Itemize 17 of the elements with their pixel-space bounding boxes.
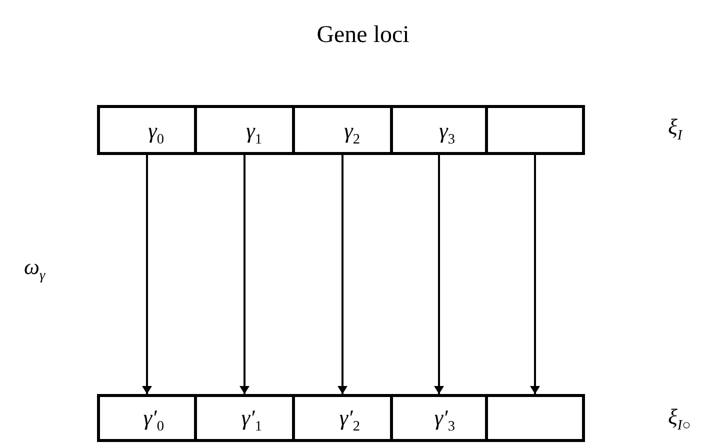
locus-cell: γ$_{0}$ — [97, 105, 197, 155]
arrow — [434, 155, 444, 394]
locus-cell: γ′$_{1}$ — [194, 394, 295, 442]
diagram-title: Gene loci — [316, 22, 410, 49]
locus-cell: γ$_{3}$ — [390, 105, 488, 155]
locus-cell: γ′$_{0}$ — [97, 394, 197, 442]
arrow — [142, 155, 152, 394]
arrow — [530, 155, 540, 394]
math-label: ξ$_{I}$ — [668, 114, 682, 144]
locus-cell: γ$_{1}$ — [194, 105, 295, 155]
math-label: ω$_{γ}$ — [24, 254, 46, 284]
arrow — [338, 155, 348, 394]
math-label: ξ$_{I○}$ — [668, 404, 691, 434]
locus-cell: γ′$_{3}$ — [390, 394, 488, 442]
arrow — [240, 155, 250, 394]
locus-cell: γ′$_{2}$ — [292, 394, 393, 442]
locus-cell: γ$_{2}$ — [292, 105, 393, 155]
